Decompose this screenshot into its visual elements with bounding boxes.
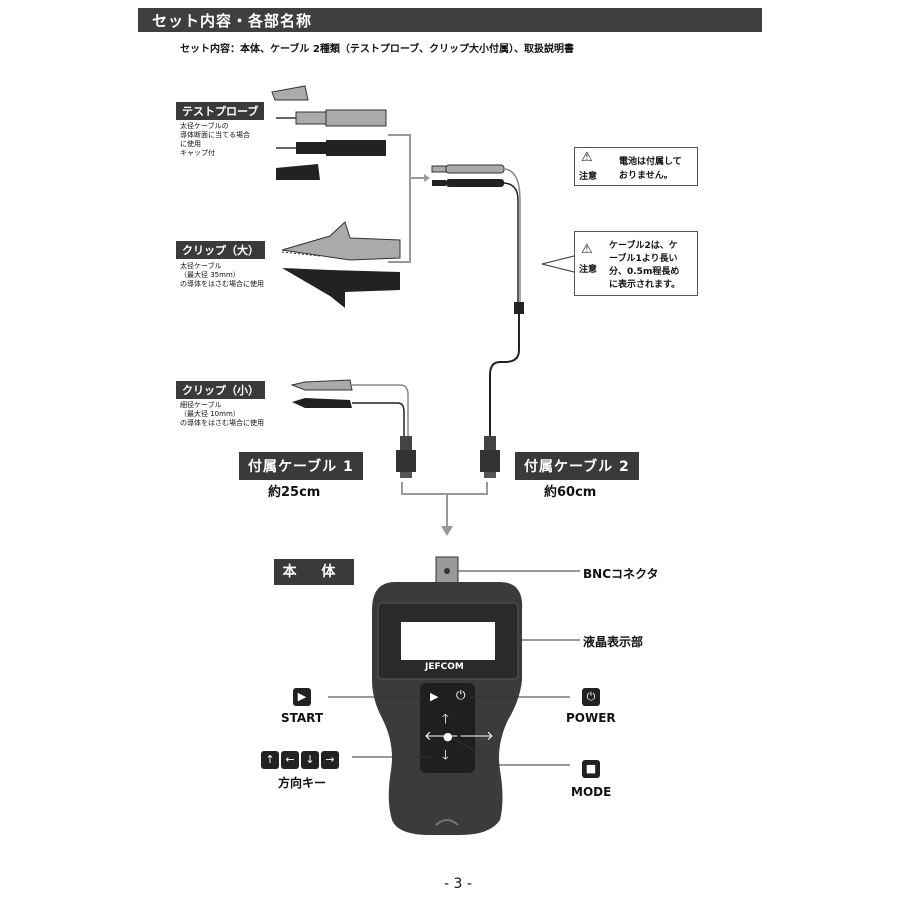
probe-gray	[276, 109, 387, 127]
arrow-left-icon: ←	[281, 751, 299, 769]
cable1-label: 付属ケーブル 1	[239, 452, 363, 480]
set-contents-line: セット内容：本体、ケーブル 2種類（テストプローブ、クリップ大小付属）、取扱説明…	[180, 44, 574, 55]
note-text-line: 電池は付属して	[619, 157, 682, 167]
lcd-screen	[401, 622, 495, 660]
warning-icon: ⚠	[581, 150, 593, 165]
note-tag: 注意	[579, 265, 598, 275]
arrow-keys-label: 方向キー	[278, 776, 327, 790]
arrow-keys-icons: ↑←↓→	[261, 748, 341, 769]
cable1-length: 約25cm	[268, 485, 321, 500]
test-probe-desc: 太径ケーブルの 導体断面に当てる場合 に使用 キャップ付	[180, 122, 250, 157]
note-battery: ⚠ 注意 電池は付属して おりません。	[574, 147, 698, 186]
arrow-right-icon: 🡒	[459, 729, 494, 744]
mode-label: MODE	[571, 785, 612, 799]
bnc-plug-cable2	[480, 436, 500, 478]
play-icon: ▶	[430, 690, 439, 703]
note-text-line: 分、0.5m程長め	[609, 267, 680, 277]
power-label: POWER	[566, 711, 616, 725]
bracket-line	[388, 134, 411, 263]
arrow-up-icon: ↑	[261, 751, 279, 769]
clip-large-gray	[281, 221, 401, 261]
arrow-down-icon: ↓	[301, 751, 319, 769]
cable2-length: 約60cm	[544, 485, 597, 500]
banana-plugs	[431, 164, 505, 187]
arrow-down-icon: 🡓	[442, 748, 449, 763]
note-text-line: ケーブル2は、ケ	[609, 241, 678, 251]
clip-small-label: クリップ（小）	[176, 381, 265, 399]
device-body	[372, 556, 523, 835]
probe-cap-gray	[271, 85, 309, 101]
clip-large-label: クリップ（大）	[176, 241, 265, 259]
start-label: START	[281, 711, 324, 725]
power-icon: ⏻	[582, 688, 600, 706]
test-probe-label: テストプローブ	[176, 102, 265, 120]
lcd-label: 液晶表示部	[583, 635, 644, 649]
arrow-up-icon: 🡑	[442, 712, 449, 727]
page-number: - 3 -	[444, 876, 472, 892]
bnc-connector-label: BNCコネクタ	[583, 567, 659, 581]
warning-icon: ⚠	[581, 242, 593, 257]
probe-cap-black	[276, 164, 320, 180]
mode-dot-icon: ●	[443, 730, 453, 743]
note-cable2: ⚠ 注意 ケーブル2は、ケ ーブル1より長い 分、0.5m程長め に表示されます…	[574, 231, 698, 296]
play-icon: ▶	[293, 688, 311, 706]
brand-logo: JEFCOM	[425, 662, 464, 672]
clip-large-black	[282, 268, 400, 308]
bnc-plug-cable1	[396, 436, 416, 478]
probe-black	[276, 140, 386, 156]
clip-small-desc: 細径ケーブル （最大径 10mm） の導体をはさむ場合に使用	[180, 401, 264, 427]
arrow-right-icon: →	[321, 751, 339, 769]
cable2-label: 付属ケーブル 2	[515, 452, 639, 480]
note-text-line: ーブル1より長い	[609, 254, 678, 264]
note-tag: 注意	[579, 172, 598, 182]
clip-large-desc: 太径ケーブル （最大径 35mm） の導体をはさむ場合に使用	[180, 262, 264, 288]
section-header-bar	[138, 8, 762, 32]
clip-small-gray	[290, 379, 353, 391]
arrow-left-icon: 🡐	[424, 729, 459, 744]
section-title: セット内容・各部名称	[152, 12, 313, 30]
clip-small-black	[292, 398, 352, 408]
mode-square-icon: ■	[582, 760, 600, 778]
power-icon: ⏻	[456, 688, 466, 702]
cable-junction	[514, 302, 524, 314]
note-text-line: おりません。	[619, 171, 673, 181]
note-text-line: に表示されます。	[609, 280, 681, 290]
keypad-panel	[420, 683, 475, 773]
device-section-label: 本 体	[274, 559, 354, 585]
